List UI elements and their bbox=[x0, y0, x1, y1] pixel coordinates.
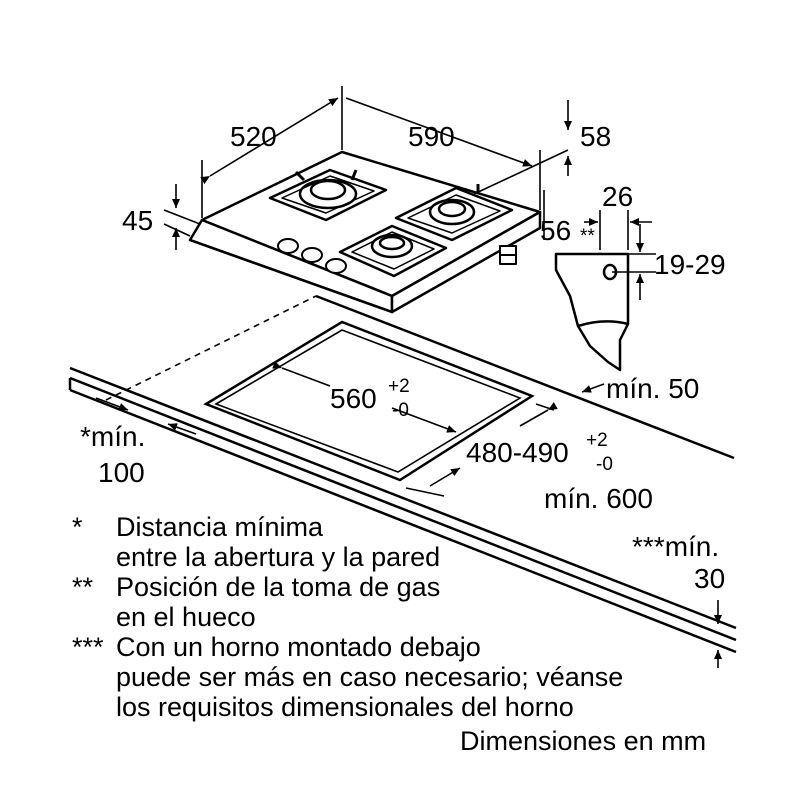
note-1-line-2: entre la abertura y la pared bbox=[116, 542, 441, 572]
units-note: Dimensiones en mm bbox=[460, 726, 707, 756]
label-cutout-560-minus: -0 bbox=[392, 400, 409, 421]
label-offset-58: 58 bbox=[580, 121, 611, 152]
label-cutout-480-490-plus: +2 bbox=[586, 430, 608, 451]
note-2-mark: ** bbox=[72, 572, 94, 602]
dim-520-line bbox=[200, 97, 339, 185]
knob-1 bbox=[277, 238, 299, 254]
dim-590-line bbox=[345, 97, 533, 167]
label-oven-min-30: 30 bbox=[694, 563, 725, 594]
bracket-profile bbox=[554, 252, 630, 372]
knob-3 bbox=[325, 258, 347, 274]
label-oven-min: ***mín. bbox=[632, 531, 719, 562]
hob-dimensions bbox=[163, 86, 572, 250]
note-3-line-3: los requisitos dimensionales del horno bbox=[116, 692, 574, 722]
hob bbox=[188, 150, 542, 314]
worktop-right-edge bbox=[315, 294, 735, 460]
dimension-labels: 520 590 58 45 56 ** 26 19-29 560 +2 -0 4… bbox=[80, 121, 726, 594]
dim-wall-dash bbox=[105, 295, 317, 401]
dim-58-line bbox=[473, 149, 569, 195]
note-3-mark: *** bbox=[72, 632, 104, 662]
bracket-dimensions bbox=[584, 210, 656, 300]
label-wall-min-100: 100 bbox=[98, 457, 145, 488]
label-bracket-26: 26 bbox=[602, 181, 633, 212]
bracket-detail bbox=[554, 252, 630, 372]
label-cutout-560: 560 bbox=[330, 383, 377, 414]
knob-2 bbox=[301, 247, 323, 263]
hob-underside bbox=[189, 238, 393, 314]
worktop-front-top-edge bbox=[69, 376, 737, 642]
label-wall-min: *mín. bbox=[80, 421, 145, 452]
label-depth-520: 520 bbox=[230, 121, 277, 152]
dim-480-490-line bbox=[519, 402, 558, 427]
hob-glass-top bbox=[200, 150, 542, 298]
label-gas-56: 56 bbox=[540, 215, 571, 246]
note-3-line-2: puede ser más en caso necesario; véanse bbox=[116, 662, 624, 692]
cutout-dimensions bbox=[95, 295, 722, 668]
burner-small bbox=[338, 224, 448, 278]
note-2-line-2: en el hueco bbox=[116, 602, 256, 632]
dim-560-line bbox=[272, 361, 331, 387]
burner-medium bbox=[394, 184, 514, 242]
control-knobs bbox=[277, 238, 347, 274]
label-gas-marker: ** bbox=[580, 226, 595, 247]
hob-right-edge bbox=[390, 210, 542, 314]
label-height-45: 45 bbox=[122, 205, 153, 236]
label-cutout-480-490: 480-490 bbox=[466, 437, 569, 468]
gas-connector bbox=[499, 245, 517, 265]
dim-min50-line bbox=[581, 383, 605, 393]
note-1-mark: * bbox=[72, 512, 83, 542]
label-width-590: 590 bbox=[408, 121, 455, 152]
label-front-min-50: mín. 50 bbox=[606, 373, 699, 404]
note-1-line-1: Distancia mínima bbox=[116, 512, 324, 542]
label-cutout-480-490-minus: -0 bbox=[596, 454, 613, 475]
label-cutout-560-plus: +2 bbox=[388, 376, 410, 397]
cutout-inner bbox=[214, 329, 522, 473]
worktop bbox=[68, 294, 737, 654]
label-bracket-19-29: 19-29 bbox=[654, 249, 726, 280]
note-2-line-1: Posición de la toma de gas bbox=[116, 572, 441, 602]
worktop-back-edge bbox=[69, 366, 737, 630]
note-3-line-1: Con un horno montado debajo bbox=[116, 632, 481, 662]
label-side-min-600: mín. 600 bbox=[544, 483, 653, 514]
cutout-outer bbox=[203, 320, 535, 482]
